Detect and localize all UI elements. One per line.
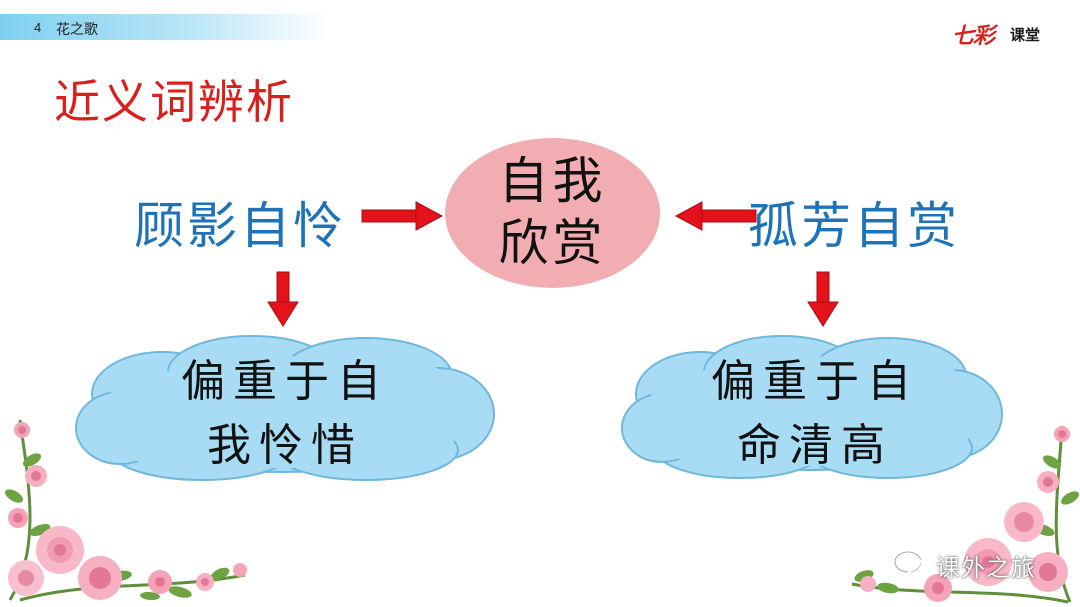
meaning-right-line-2: 命清高	[737, 420, 893, 471]
term-left: 顾影自怜	[134, 197, 346, 255]
watermark-text: 课外之旅	[936, 554, 1036, 582]
meaning-left-line-2: 我怜惜	[207, 420, 363, 471]
lesson-number: 4	[34, 20, 42, 35]
cloud-right	[621, 335, 1003, 479]
meaning-right-line-1: 偏重于自	[711, 356, 919, 407]
arrow-down-left	[267, 271, 299, 327]
cloud-left	[75, 335, 495, 481]
term-right: 孤芳自赏	[748, 197, 960, 255]
rose-decoration-left	[4, 419, 247, 602]
center-line-2: 欣赏	[498, 214, 607, 272]
arrow-down-right	[807, 271, 839, 327]
center-concept: 自我 欣赏	[445, 150, 660, 274]
rose-decoration-right	[851, 425, 1080, 604]
center-oval	[445, 138, 660, 288]
page-title: 近义词辨析	[54, 75, 294, 129]
arrow-right-to-center	[674, 201, 757, 231]
logo-mark: 七彩	[952, 23, 995, 49]
meaning-left-line-1: 偏重于自	[181, 356, 389, 407]
lesson-title: 花之歌	[56, 22, 98, 38]
meaning-right: 偏重于自 命清高	[630, 350, 1000, 478]
arrow-left-to-center	[361, 201, 444, 231]
logo-label: 课堂	[1010, 26, 1041, 44]
meaning-left: 偏重于自 我怜惜	[100, 350, 470, 478]
lesson-bar	[0, 14, 330, 40]
center-line-1: 自我	[498, 152, 607, 210]
wechat-icon	[893, 550, 931, 579]
brand-logo: 七彩 课堂	[948, 16, 1060, 50]
